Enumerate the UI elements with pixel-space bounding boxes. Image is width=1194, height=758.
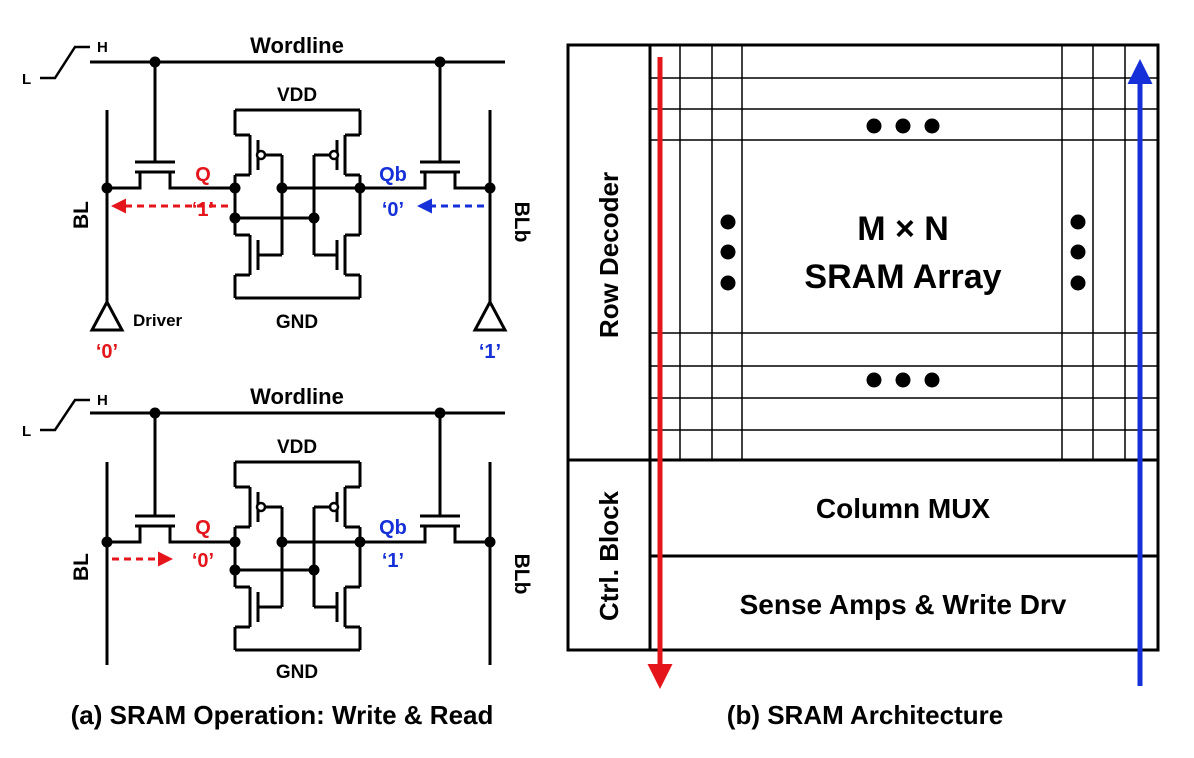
value-q-write: ‘1’: [192, 199, 214, 221]
label-row-decoder: Row Decoder: [594, 172, 624, 338]
value-qb-read: ‘1’: [382, 550, 404, 572]
caption-a: (a) SRAM Operation: Write & Read: [71, 700, 494, 730]
ellipsis-dots: [720, 118, 1086, 388]
label-qb-read: Qb: [379, 517, 407, 539]
label-sense-amps: Sense Amps & Write Drv: [740, 589, 1067, 620]
sram-cell-read: [40, 398, 505, 665]
sram-architecture: [566, 43, 1160, 652]
driver-left-icon: [89, 298, 125, 332]
value-q-read: ‘0’: [192, 550, 214, 572]
value-driver-left: ‘0’: [96, 341, 118, 363]
label-bl-read: BL: [70, 553, 93, 581]
label-l-read: L: [22, 423, 31, 440]
label-q-write: Q: [195, 164, 211, 186]
value-driver-right: ‘1’: [479, 341, 501, 363]
label-gnd-read: GND: [276, 662, 318, 683]
label-driver: Driver: [133, 311, 183, 330]
label-vdd-write: VDD: [277, 85, 317, 106]
wordline-pulse-icon: [40, 45, 90, 80]
label-q-read: Q: [195, 517, 211, 539]
label-column-mux: Column MUX: [816, 493, 991, 524]
label-qb-write: Qb: [379, 164, 407, 186]
junction-dots-write: [101, 56, 496, 224]
label-array-line1: M × N: [857, 210, 949, 248]
label-h-read: H: [97, 392, 108, 409]
caption-b: (b) SRAM Architecture: [727, 700, 1003, 730]
label-bl-write: BL: [70, 201, 93, 229]
label-array-line2: SRAM Array: [804, 258, 1001, 296]
label-ctrl-block: Ctrl. Block: [594, 490, 624, 621]
sram-cell-write: [40, 45, 508, 332]
label-gnd-write: GND: [276, 312, 318, 333]
wordline-pulse-icon: [40, 398, 90, 432]
label-blb-write: BLb: [510, 202, 533, 243]
label-blb-read: BLb: [510, 554, 533, 595]
label-l-write: L: [22, 71, 31, 88]
driver-right-icon: [472, 298, 508, 332]
label-wordline-write: Wordline: [250, 33, 344, 58]
junction-dots-read: [101, 407, 496, 576]
label-wordline-read: Wordline: [250, 384, 344, 409]
label-vdd-read: VDD: [277, 437, 317, 458]
label-h-write: H: [97, 39, 108, 56]
value-qb-write: ‘0’: [382, 199, 404, 221]
